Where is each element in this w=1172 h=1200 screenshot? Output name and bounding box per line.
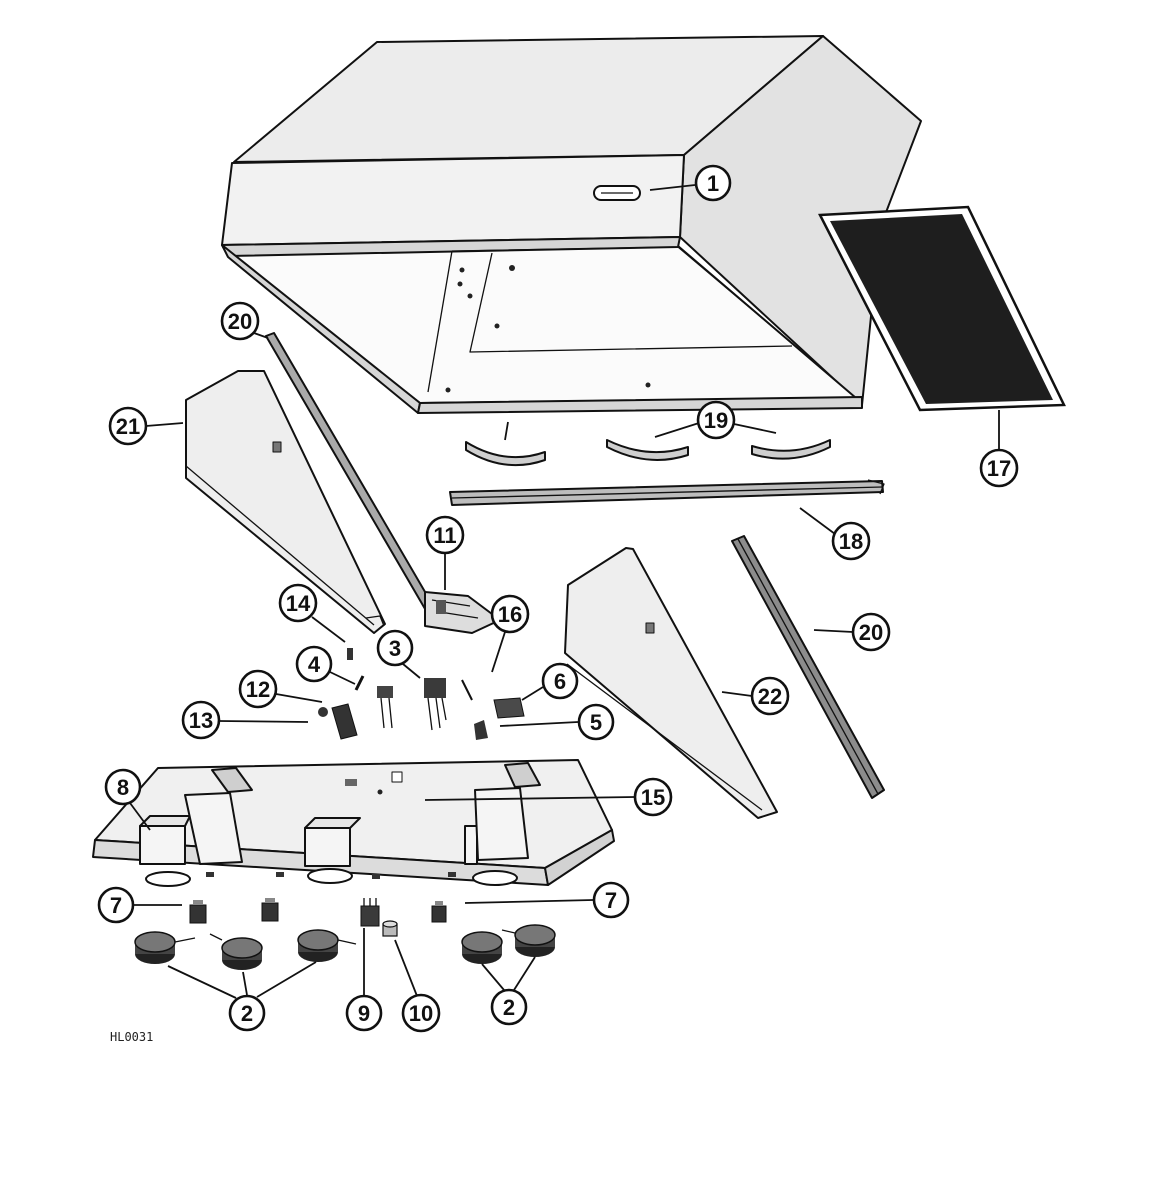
callout-20-upper: 20 — [220, 301, 260, 341]
callout-label: 22 — [758, 684, 782, 709]
hood-inner-divider — [427, 250, 453, 393]
part-10 — [382, 920, 398, 937]
blower-housing-left — [139, 767, 253, 865]
callout-7-left: 7 — [97, 886, 135, 924]
switch-7c — [431, 901, 447, 923]
callout-label: 8 — [117, 775, 129, 800]
callout-19: 19 — [696, 400, 736, 440]
callout-18: 18 — [831, 521, 871, 561]
callout-label: 11 — [433, 523, 456, 548]
callout-21: 21 — [108, 406, 148, 446]
lamp-socket-2 — [209, 933, 263, 970]
bracket-16 — [424, 591, 501, 634]
callout-11: 11 — [425, 515, 465, 555]
lamp-socket-3 — [297, 929, 357, 962]
callout-20-lower: 20 — [851, 612, 891, 652]
callout-3: 3 — [376, 629, 414, 667]
part-6 — [493, 697, 525, 719]
leader-lines — [129, 184, 1000, 999]
side-panel-right — [564, 547, 778, 819]
callout-label: 9 — [358, 1001, 370, 1026]
switch-9 — [360, 898, 380, 927]
callout-label: 13 — [189, 708, 213, 733]
callout-2-right: 2 — [490, 988, 528, 1026]
callout-label: 6 — [554, 669, 566, 694]
side-rail-right — [731, 535, 885, 799]
clip-1 — [465, 441, 546, 467]
tray-front-tabs — [206, 872, 456, 879]
callout-label: 15 — [641, 785, 665, 810]
side-panel-left — [185, 370, 386, 634]
filter-clips — [465, 439, 831, 467]
hood-inner-panel — [469, 252, 793, 353]
callout-9: 9 — [345, 994, 383, 1032]
callout-label: 3 — [389, 636, 401, 661]
blower-housing-right — [464, 762, 541, 865]
callout-16: 16 — [490, 594, 530, 634]
callout-label: 2 — [503, 995, 515, 1020]
hood-body — [221, 35, 922, 414]
lamp-socket-4 — [461, 931, 503, 964]
chassis-tray — [92, 759, 615, 887]
callout-label: 20 — [859, 620, 883, 645]
lamp-socket-5 — [501, 924, 556, 957]
grease-filter — [818, 205, 1066, 412]
callout-13: 13 — [181, 700, 221, 740]
callout-15: 15 — [633, 777, 673, 817]
callout-label: 16 — [498, 602, 522, 627]
callout-label: 17 — [987, 456, 1011, 481]
tray-right-bevel — [544, 829, 615, 886]
callout-label: 12 — [246, 677, 270, 702]
callout-5: 5 — [577, 703, 615, 741]
part-13 — [318, 707, 328, 717]
callout-10: 10 — [401, 993, 441, 1033]
clip-2 — [606, 439, 689, 461]
callout-label: 19 — [704, 408, 728, 433]
callout-label: 20 — [228, 309, 252, 334]
part-14 — [347, 648, 353, 660]
hood-bottom-lip — [417, 396, 863, 414]
callout-label: 2 — [241, 1001, 253, 1026]
front-rail — [449, 479, 885, 506]
callout-8: 8 — [104, 768, 142, 806]
callout-label: 7 — [605, 888, 617, 913]
clip-3 — [751, 439, 831, 460]
callout-17: 17 — [979, 448, 1019, 488]
callout-7-right: 7 — [592, 881, 630, 919]
callout-label: 18 — [839, 529, 863, 554]
part-4 — [354, 675, 365, 691]
part-5 — [474, 720, 488, 740]
fan-openings — [145, 868, 518, 887]
connector-12 — [331, 703, 358, 740]
callout-label: 5 — [590, 710, 602, 735]
callout-1: 1 — [694, 164, 732, 202]
blower-housing-center — [304, 817, 361, 867]
filter-mesh — [830, 214, 1053, 404]
lamp-socket-1 — [134, 931, 196, 964]
callout-label: 4 — [308, 652, 321, 677]
callout-label: 14 — [286, 591, 311, 616]
switch-7b — [261, 898, 279, 922]
callout-2-left: 2 — [228, 994, 266, 1032]
callout-label: 21 — [116, 414, 140, 439]
callout-14: 14 — [278, 583, 318, 623]
callout-22: 22 — [750, 676, 790, 716]
switch-7a — [189, 900, 207, 924]
callout-6: 6 — [541, 662, 579, 700]
callout-4: 4 — [295, 645, 333, 683]
wiring-3 — [377, 678, 473, 731]
callout-label: 7 — [110, 893, 122, 918]
callout-label: 10 — [409, 1001, 433, 1026]
drawing-code: HL0031 — [110, 1030, 153, 1044]
hood-screws — [445, 265, 651, 393]
callout-12: 12 — [238, 669, 278, 709]
callout-label: 1 — [707, 171, 719, 196]
